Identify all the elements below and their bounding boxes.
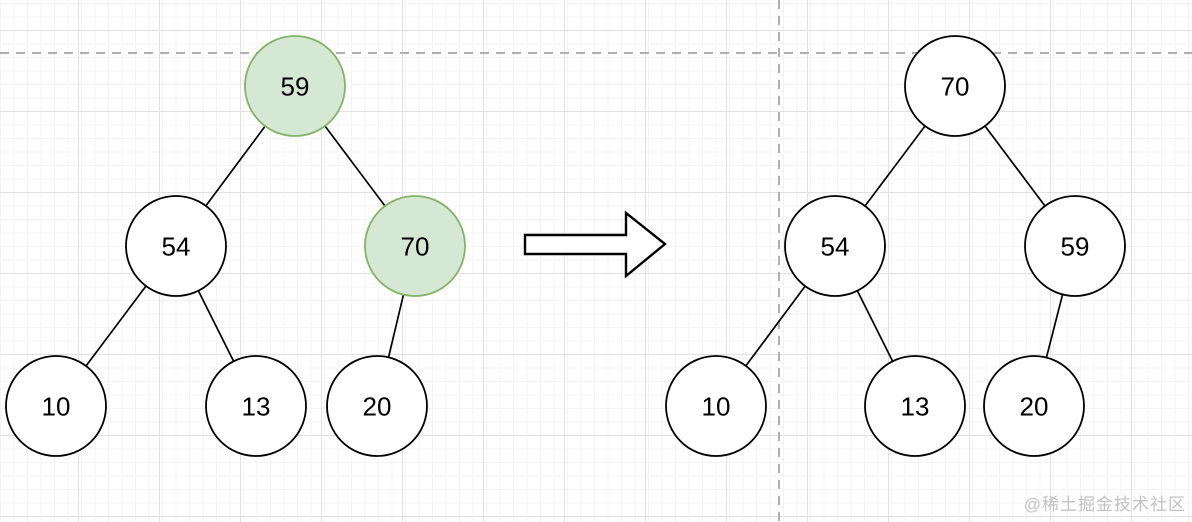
tree-node-after-swap-13[interactable] xyxy=(864,355,966,457)
tree-edge-54-10 xyxy=(85,285,147,367)
tree-node-after-swap-54[interactable] xyxy=(784,195,886,297)
tree-node-after-swap-59[interactable] xyxy=(1024,195,1126,297)
node-label-13: 13 xyxy=(901,391,930,421)
node-label-70: 70 xyxy=(401,231,430,261)
node-label-20: 20 xyxy=(1020,391,1049,421)
tree-edge-70-20 xyxy=(387,294,405,358)
tree-node-after-swap-70[interactable] xyxy=(904,35,1006,137)
tree-edge-59-20 xyxy=(1045,294,1064,358)
tree-node-before-swap-13[interactable] xyxy=(205,355,307,457)
watermark-text: @稀土掘金技术社区 xyxy=(1023,495,1186,514)
tree-edge-70-54 xyxy=(864,125,926,207)
transform-arrow-icon xyxy=(523,210,667,279)
tree-edge-54-13 xyxy=(197,290,235,362)
tree-node-before-swap-20[interactable] xyxy=(326,355,428,457)
tree-node-after-swap-20[interactable] xyxy=(983,355,1085,457)
node-label-59: 59 xyxy=(281,71,310,101)
node-label-13: 13 xyxy=(242,391,271,421)
node-label-20: 20 xyxy=(363,391,392,421)
tree-edge-59-54 xyxy=(205,125,266,207)
tree-edge-54-10 xyxy=(745,285,806,367)
tree-node-before-swap-54[interactable] xyxy=(125,195,227,297)
tree-node-before-swap-10[interactable] xyxy=(5,355,107,457)
node-label-10: 10 xyxy=(42,391,71,421)
node-label-54: 54 xyxy=(821,231,850,261)
tree-node-before-swap-59[interactable] xyxy=(244,35,346,137)
tree-before-swap: 59 54 70 10 13 20 xyxy=(5,35,466,457)
node-label-54: 54 xyxy=(162,231,191,261)
node-label-59: 59 xyxy=(1061,231,1090,261)
tree-edge-54-13 xyxy=(856,290,894,362)
tree-edge-59-70 xyxy=(324,125,386,207)
tree-edge-70-59 xyxy=(984,125,1046,207)
tree-node-after-swap-10[interactable] xyxy=(665,355,767,457)
node-label-70: 70 xyxy=(941,71,970,101)
tree-after-swap: 70 54 59 10 13 20 xyxy=(665,35,1126,457)
tree-node-before-swap-70[interactable] xyxy=(364,195,466,297)
node-label-10: 10 xyxy=(702,391,731,421)
